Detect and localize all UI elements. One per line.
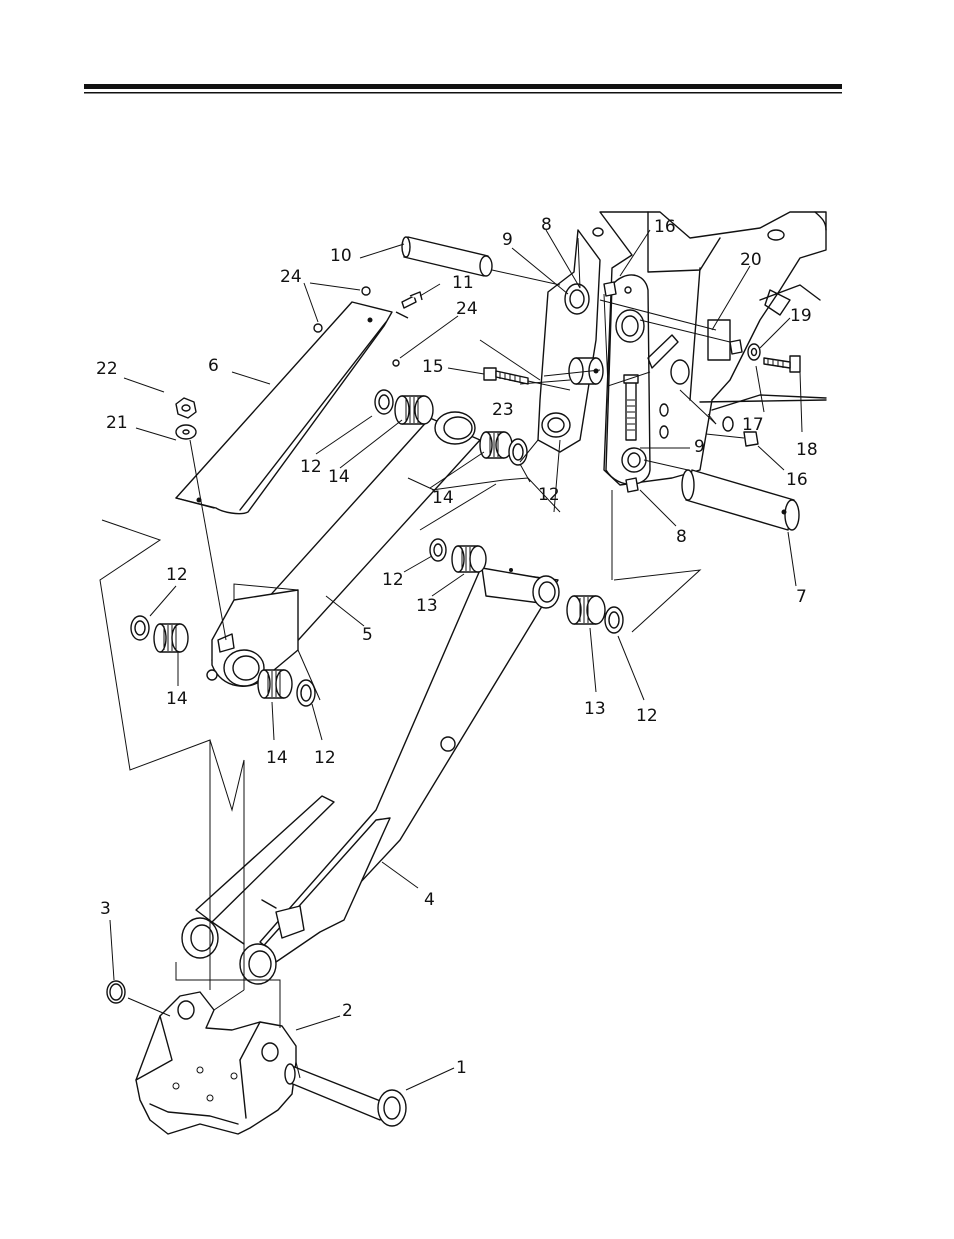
- washer-12-c: [130, 615, 150, 641]
- nut-16-lower: [743, 431, 759, 447]
- callout-8-upper: 8: [541, 215, 552, 235]
- callout-6: 6: [208, 356, 219, 376]
- side-plate: [537, 229, 601, 453]
- callout-18: 18: [796, 440, 818, 460]
- callout-4: 4: [424, 890, 435, 910]
- arm-5: [206, 411, 481, 687]
- pin-1: [284, 1061, 407, 1127]
- callout-21: 21: [106, 413, 128, 433]
- bearing-13-b: [566, 595, 606, 625]
- bolt-18: [763, 355, 801, 373]
- washer-12-d: [296, 679, 316, 707]
- bearing-13-a: [451, 545, 487, 573]
- callout-13-a: 13: [416, 596, 438, 616]
- callout-14-b: 14: [432, 488, 454, 508]
- callout-11: 11: [452, 273, 474, 293]
- header-rule: [84, 84, 842, 94]
- callout-19: 19: [790, 306, 812, 326]
- callout-8-lower: 8: [676, 527, 687, 547]
- callout-1: 1: [456, 1058, 467, 1078]
- assembly-guide-lines: [99, 293, 745, 1028]
- main-frame-plate: [592, 211, 827, 486]
- pin-10: [401, 236, 561, 286]
- callout-12-e: 12: [314, 748, 336, 768]
- callout-17: 17: [742, 415, 764, 435]
- bearing-14-c: [153, 623, 189, 653]
- callout-12-f: 12: [636, 706, 658, 726]
- callout-24-upper: 24: [280, 267, 302, 287]
- callout-12-b: 12: [538, 485, 560, 505]
- callout-10: 10: [330, 246, 352, 266]
- callout-2: 2: [342, 1001, 353, 1021]
- callout-12-d: 12: [166, 565, 188, 585]
- callout-12-c: 12: [382, 570, 404, 590]
- callout-5: 5: [362, 625, 373, 645]
- nut-16-upper: [603, 281, 617, 297]
- bearing-14-a: [394, 395, 434, 425]
- callout-16-upper: 16: [654, 217, 676, 237]
- washer-12-e: [429, 538, 447, 562]
- washer-17: [722, 416, 734, 432]
- nut-20: [729, 339, 743, 355]
- callout-16-lower: 16: [786, 470, 808, 490]
- snap-ring-3: [106, 980, 126, 1004]
- callout-20: 20: [740, 250, 762, 270]
- bearing-14-d: [257, 669, 293, 699]
- spacer-23: [568, 357, 604, 385]
- nut-22: [175, 397, 227, 641]
- base-bracket-2: [135, 991, 297, 1135]
- bolt-9-lower: [623, 374, 639, 441]
- callout-14-d: 14: [266, 748, 288, 768]
- washer-21: [175, 424, 197, 440]
- callout-14-c: 14: [166, 689, 188, 709]
- pin-7: [643, 459, 800, 531]
- leader-lines: [109, 229, 803, 1091]
- washer-12-f: [604, 606, 624, 634]
- washer-9-upper: [564, 283, 590, 315]
- cover-6: [175, 301, 393, 515]
- callout-14-a: 14: [328, 467, 350, 487]
- nut-8-lower: [625, 477, 639, 493]
- screws-24-11: [313, 286, 423, 367]
- callout-23: 23: [492, 400, 514, 420]
- pivot-plate: [605, 274, 690, 485]
- callout-13-b: 13: [584, 699, 606, 719]
- bearing-14-b: [479, 431, 513, 459]
- callout-7: 7: [796, 587, 807, 607]
- washer-19: [747, 343, 761, 361]
- callout-24-lower: 24: [456, 299, 478, 319]
- washer-12-b: [508, 438, 528, 466]
- callout-9-upper: 9: [502, 230, 513, 250]
- callout-9-lower: 9: [694, 437, 705, 457]
- washer-12-a: [374, 389, 394, 415]
- callout-15: 15: [422, 357, 444, 377]
- callout-22: 22: [96, 359, 118, 379]
- callout-12-a: 12: [300, 457, 322, 477]
- callout-labels: 1 2 3 4 5 6 7 8 8 9 9 10 11 12 12 12 12 …: [96, 215, 818, 1078]
- arm-4: [181, 567, 560, 985]
- callout-3: 3: [100, 899, 111, 919]
